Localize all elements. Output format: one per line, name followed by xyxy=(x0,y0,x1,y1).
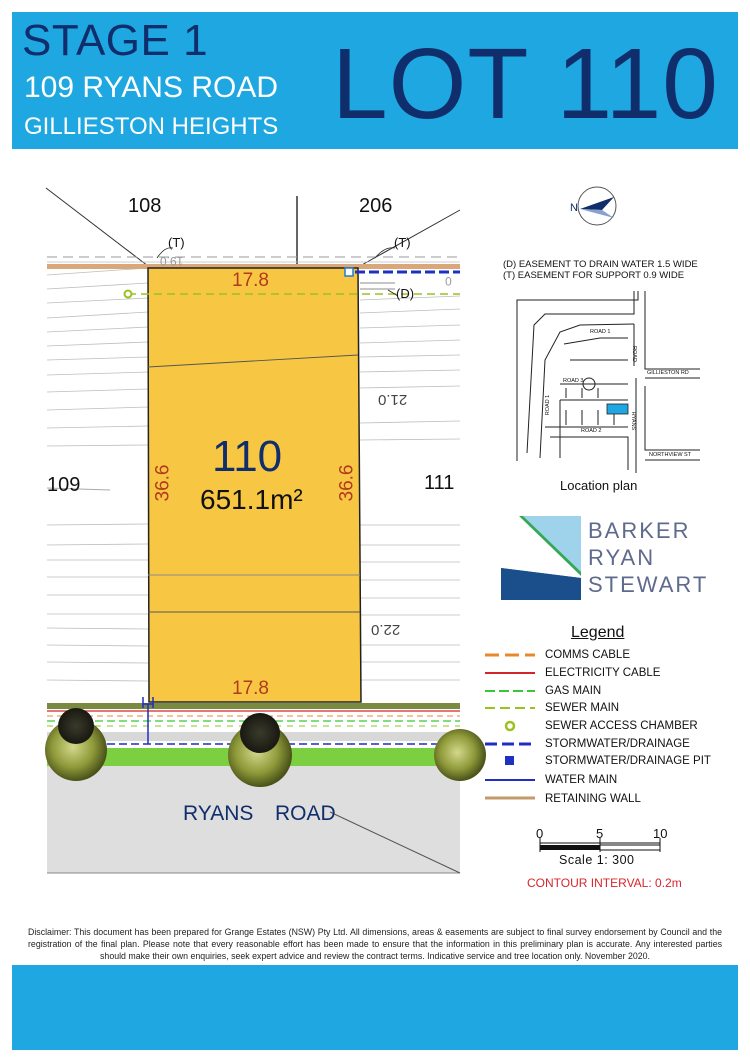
north-label: N xyxy=(570,202,578,214)
legend-symbols xyxy=(485,653,535,800)
legend-label: RETAINING WALL xyxy=(545,793,641,805)
suburb-name: GILLIESTON HEIGHTS xyxy=(24,113,279,140)
footer-banner xyxy=(12,965,738,1050)
lot-title: LOT 110 xyxy=(332,28,719,140)
legend-label: ELECTRICITY CABLE xyxy=(545,667,661,679)
loc-gillieston-rd: GILLIESTON RD xyxy=(647,370,689,376)
legend-label: WATER MAIN xyxy=(545,774,618,786)
easement-t-left: (T) xyxy=(168,235,185,250)
legend-label: GAS MAIN xyxy=(545,685,602,697)
lot-area-label: 651.1m² xyxy=(200,484,303,515)
neighbour-lot-109: 109 xyxy=(47,474,81,496)
lot-dimension-top: 17.8 xyxy=(232,270,269,291)
legend-item-stormwater: STORMWATER/DRAINAGE xyxy=(483,736,743,754)
road-name-road: ROAD xyxy=(275,802,336,825)
easement-note-t: (T) EASEMENT FOR SUPPORT 0.9 WIDE xyxy=(503,270,685,281)
loc-northview-st: NORTHVIEW ST xyxy=(649,452,692,458)
loc-road-1: ROAD 1 xyxy=(590,329,611,335)
lot-110-parcel xyxy=(147,267,362,703)
legend-label: SEWER MAIN xyxy=(545,702,620,714)
lot-number-label: 110 xyxy=(212,432,283,481)
legend-label: STORMWATER/DRAINAGE xyxy=(545,738,690,750)
legend-item-retaining-wall: RETAINING WALL xyxy=(483,791,743,809)
loc-road-v: ROAD xyxy=(630,346,637,362)
legend-item-stormwater-pit: STORMWATER/DRAINAGE PIT xyxy=(483,753,743,771)
scale-bar xyxy=(539,838,661,852)
contour-lines xyxy=(46,267,461,682)
lot-dimension-right: 36.6 xyxy=(336,464,358,502)
road-name-ryans: RYANS xyxy=(183,802,254,825)
brand-line-2: RYAN xyxy=(588,545,656,570)
legend-item-electricity: ELECTRICITY CABLE xyxy=(483,665,743,683)
loc-road-2: ROAD 2 xyxy=(581,428,602,434)
scale-tick-10: 10 xyxy=(653,826,668,841)
contour-label-22: 22.0 xyxy=(371,621,401,638)
lot-dimension-left: 36.6 xyxy=(152,464,174,502)
contour-interval: CONTOUR INTERVAL: 0.2m xyxy=(527,876,682,890)
lot-dimension-bottom: 17.8 xyxy=(232,678,269,699)
legend-item-comms: COMMS CABLE xyxy=(483,647,743,665)
scale-label: Scale 1: 300 xyxy=(559,853,635,867)
brs-logo-icon xyxy=(501,516,581,600)
legend-item-sewer: SEWER MAIN xyxy=(483,700,743,718)
legend-label: STORMWATER/DRAINAGE PIT xyxy=(545,755,711,767)
neighbour-lot-111: 111 xyxy=(424,472,455,494)
stage-title: STAGE 1 xyxy=(22,16,209,65)
easement-note-d: (D) EASEMENT TO DRAIN WATER 1.5 WIDE xyxy=(503,259,698,270)
legend-item-gas: GAS MAIN xyxy=(483,683,743,701)
header-banner: STAGE 1 109 RYANS ROAD GILLIESTON HEIGHT… xyxy=(12,12,738,149)
street-trees xyxy=(45,708,486,787)
easement-t-right: (T) xyxy=(394,235,411,250)
location-plan-caption: Location plan xyxy=(560,478,638,493)
loc-road-3: ROAD 3 xyxy=(563,378,584,384)
location-plan-map xyxy=(516,291,700,473)
neighbour-lot-108: 108 xyxy=(128,195,162,217)
legend-title: Legend xyxy=(571,624,625,641)
legend-item-sewer-chamber: SEWER ACCESS CHAMBER xyxy=(483,718,743,736)
loc-ryans: RYANS xyxy=(630,411,637,431)
scale-tick-0: 0 xyxy=(536,826,544,841)
legend-label: SEWER ACCESS CHAMBER xyxy=(545,720,698,732)
disclaimer-text: Disclaimer: This document has been prepa… xyxy=(28,927,722,961)
brand-line-1: BARKER xyxy=(588,518,691,543)
contour-label-21: 21.0 xyxy=(378,391,408,408)
contour-label-faded: 19.0 xyxy=(160,254,184,268)
north-arrow-icon xyxy=(577,186,617,226)
contour-label-small: 0 xyxy=(445,274,452,288)
legend-label: COMMS CABLE xyxy=(545,649,630,661)
scale-tick-5: 5 xyxy=(596,826,604,841)
street-address: 109 RYANS ROAD xyxy=(24,71,278,104)
loc-road-1-v: ROAD 1 xyxy=(545,394,552,416)
easement-d-label: (D) xyxy=(396,286,415,301)
brand-line-3: STEWART xyxy=(588,572,709,597)
legend-item-water: WATER MAIN xyxy=(483,772,743,790)
neighbour-lot-206: 206 xyxy=(359,195,393,217)
